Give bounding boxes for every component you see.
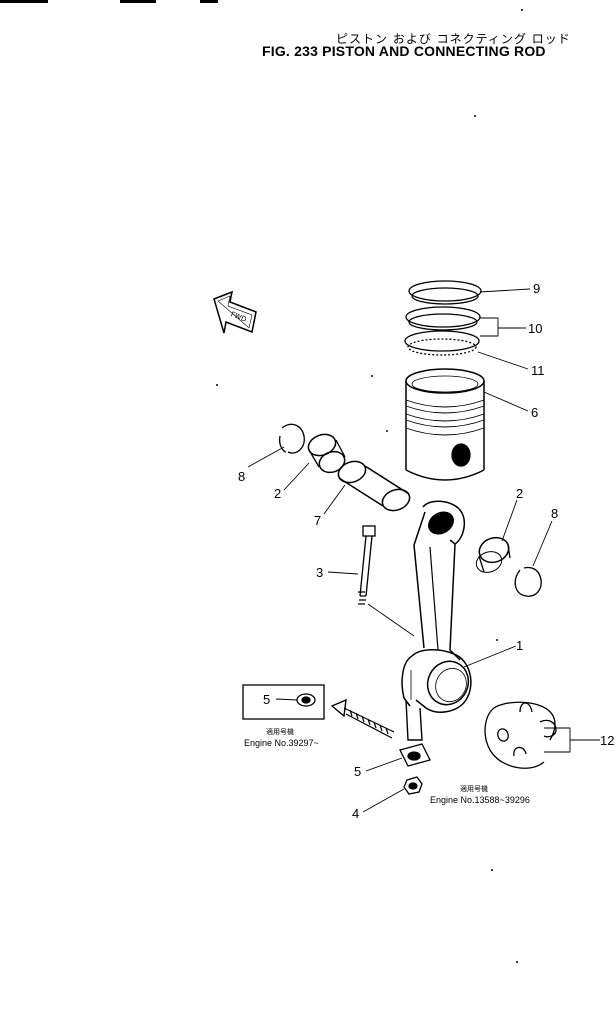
snap-ring-right — [514, 566, 542, 597]
variant-note-right: Engine No.13588~39296 — [430, 795, 530, 805]
callout-2-left: 2 — [274, 486, 281, 501]
callout-7: 7 — [314, 513, 321, 528]
snap-ring-left — [278, 423, 305, 454]
bushing-right — [475, 536, 511, 573]
callout-8-right: 8 — [551, 506, 558, 521]
callout-3: 3 — [316, 565, 323, 580]
connecting-rod-bolt — [358, 525, 376, 605]
piston-ring-top — [408, 280, 482, 305]
piston-ring-second — [405, 306, 481, 331]
callout-10: 10 — [528, 321, 542, 336]
callout-8-left: 8 — [238, 469, 245, 484]
callout-11: 11 — [531, 363, 545, 378]
piston-pin — [337, 460, 411, 512]
callout-5-box: 5 — [263, 692, 270, 707]
callout-2-right: 2 — [516, 486, 523, 501]
callout-9: 9 — [533, 281, 540, 296]
piston — [405, 368, 485, 481]
callout-4: 4 — [352, 806, 359, 821]
fwd-arrow-icon: FWD — [213, 290, 257, 334]
variant-note-right-jp: 適用号機 — [460, 784, 488, 793]
connecting-rod — [401, 500, 472, 741]
callout-6: 6 — [531, 405, 538, 420]
top-edge-marks — [0, 0, 616, 6]
variant-note-left-jp: 適用号機 — [266, 727, 294, 736]
connecting-rod-bearing — [484, 701, 557, 769]
lock-washer — [399, 743, 431, 767]
callout-12: 12 — [600, 733, 614, 748]
figure-title-japanese: ピストン および コネクティング ロッド — [336, 32, 571, 46]
callout-1: 1 — [516, 638, 523, 653]
piston-ring-oil — [404, 330, 480, 356]
callout-5: 5 — [354, 764, 361, 779]
bushing-left — [307, 433, 346, 474]
nut — [403, 776, 423, 795]
variant-note-left: Engine No.39297~ — [244, 738, 319, 748]
variant-callout-box — [242, 684, 325, 720]
scan-specks — [216, 9, 523, 963]
connecting-rod-bolt-variant — [330, 698, 395, 739]
figure-title: FIG. 233 PISTON AND CONNECTING ROD — [262, 43, 546, 59]
